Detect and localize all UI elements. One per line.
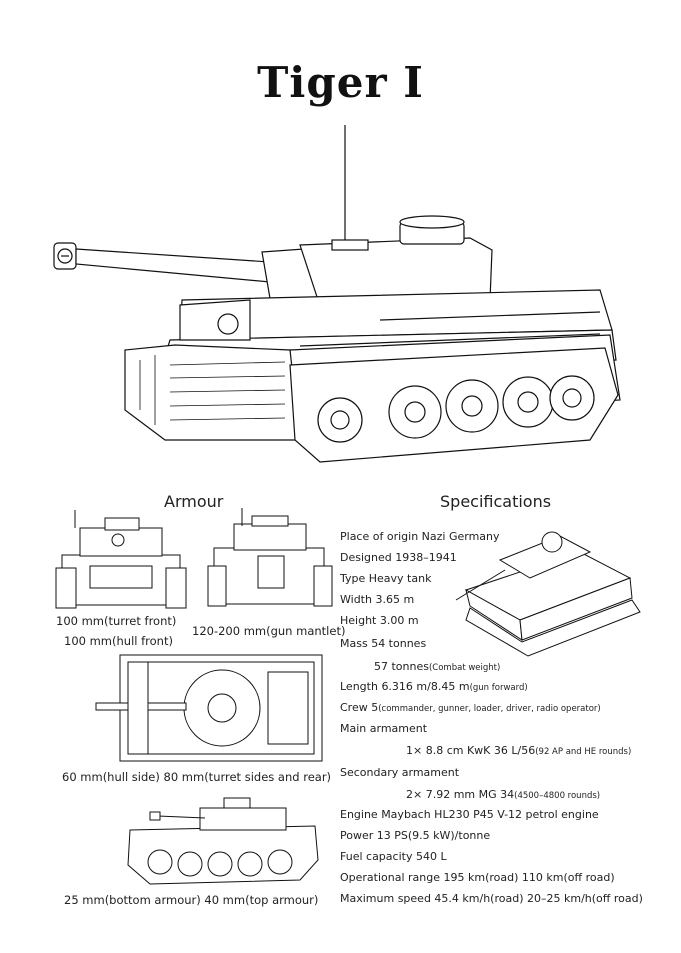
armour-note-hull-front: 100 mm(hull front): [64, 634, 173, 648]
armour-side-view: [127, 797, 319, 885]
armour-note-gun-mantlet: 120-200 mm(gun mantlet): [192, 624, 346, 638]
spec-line: Mass 54 tonnes: [340, 637, 426, 650]
spec-line-main: Length 6.316 m/8.45 m: [340, 680, 470, 693]
spec-line-main: Fuel capacity 540 L: [340, 850, 447, 863]
spec-line-main: Engine Maybach HL230 P45 V-12 petrol eng…: [340, 808, 599, 821]
spec-line-main: Maximum speed 45.4 km/h(road) 20–25 km/h…: [340, 892, 643, 905]
armour-note-bottom-top: 25 mm(bottom armour) 40 mm(top armour): [64, 893, 319, 907]
spec-line-main: Operational range 195 km(road) 110 km(of…: [340, 871, 615, 884]
spec-line: Fuel capacity 540 L: [340, 850, 447, 863]
spec-line: Maximum speed 45.4 km/h(road) 20–25 km/h…: [340, 892, 643, 905]
spec-line-note: (4500–4800 rounds): [514, 791, 601, 801]
spec-line-main: Place of origin Nazi Germany: [340, 530, 500, 543]
spec-line-main: 1× 8.8 cm KwK 36 L/56: [406, 744, 536, 757]
spec-line-note: (92 AP and HE rounds): [535, 747, 632, 757]
spec-line-main: Type Heavy tank: [340, 572, 432, 585]
spec-line: Engine Maybach HL230 P45 V-12 petrol eng…: [340, 808, 599, 821]
armour-rear-view: [207, 515, 333, 607]
spec-line-main: Main armament: [340, 722, 428, 735]
armour-note-sides: 60 mm(hull side) 80 mm(turret sides and …: [62, 770, 332, 784]
spec-line: Width 3.65 m: [340, 593, 414, 606]
spec-line: 57 tonnes(Combat weight): [374, 660, 500, 673]
spec-line: Main armament: [340, 722, 427, 735]
armour-front-view: [55, 517, 187, 609]
spec-line-note: (Combat weight): [428, 663, 501, 673]
armour-heading: Armour: [164, 492, 224, 511]
spec-line-note: (gun forward): [469, 683, 528, 693]
spec-line-main: Height 3.00 m: [340, 614, 419, 627]
spec-line-main: Secondary armament: [340, 766, 460, 779]
spec-line-main: Designed 1938–1941: [340, 551, 457, 564]
spec-line: Place of origin Nazi Germany: [340, 530, 500, 543]
spec-line: Operational range 195 km(road) 110 km(of…: [340, 871, 615, 884]
specifications-heading: Specifications: [440, 492, 552, 511]
spec-line-main: 57 tonnes: [374, 660, 429, 673]
armour-note-turret-front: 100 mm(turret front): [56, 614, 177, 628]
spec-line: Power 13 PS(9.5 kW)/tonne: [340, 829, 490, 842]
spec-tank-illustration: [455, 531, 641, 657]
spec-line: Designed 1938–1941: [340, 551, 457, 564]
page-title: Tiger I: [257, 58, 424, 107]
spec-line-note: (commander, gunner, loader, driver, radi…: [378, 704, 601, 714]
spec-line: Crew 5(commander, gunner, loader, driver…: [340, 701, 601, 714]
spec-line-main: Mass 54 tonnes: [340, 637, 427, 650]
spec-line-main: Power 13 PS(9.5 kW)/tonne: [340, 829, 491, 842]
armour-top-view: [95, 654, 323, 762]
spec-line: 2× 7.92 mm MG 34(4500–4800 rounds): [406, 788, 600, 801]
spec-line-main: Crew 5: [340, 701, 379, 714]
spec-line: Height 3.00 m: [340, 614, 419, 627]
spec-line: 1× 8.8 cm KwK 36 L/56(92 AP and HE round…: [406, 744, 631, 757]
spec-line-main: 2× 7.92 mm MG 34: [406, 788, 515, 801]
spec-line: Type Heavy tank: [340, 572, 431, 585]
spec-line-main: Width 3.65 m: [340, 593, 415, 606]
spec-line: Length 6.316 m/8.45 m(gun forward): [340, 680, 528, 693]
spec-line: Secondary armament: [340, 766, 459, 779]
